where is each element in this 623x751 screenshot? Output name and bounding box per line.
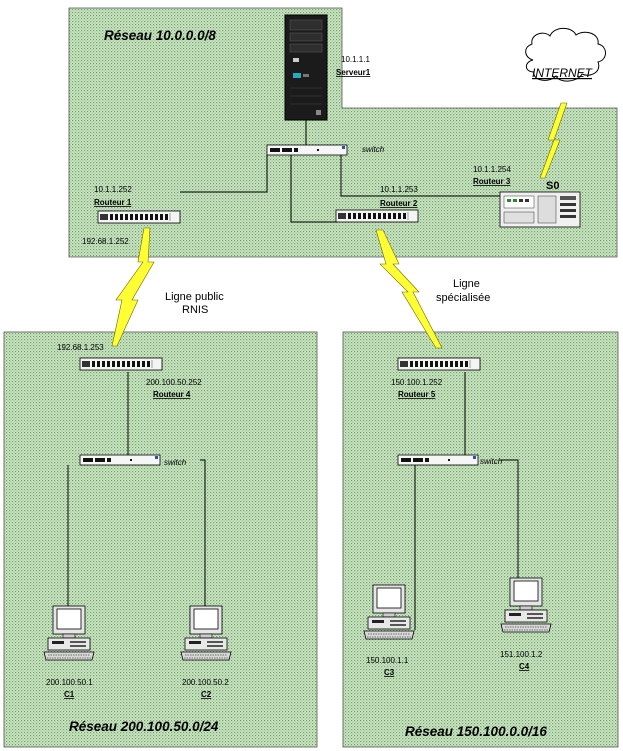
router-5-ip: 150.100.1.252: [391, 378, 443, 387]
switch-right: [397, 454, 479, 466]
specialisee-line1: Ligne: [453, 278, 480, 290]
router-4-ip-top: 192.68.1.253: [57, 343, 104, 352]
router-5: [397, 357, 481, 371]
server-ip: 10.1.1.1: [341, 55, 370, 64]
router-3-name: Routeur 3: [473, 177, 511, 186]
switch-top-label: switch: [362, 145, 385, 154]
switch-top: [266, 144, 348, 156]
router-1-ip-top: 10.1.1.252: [94, 185, 132, 194]
wires: [67, 120, 519, 630]
c3-ip: 150.100.1.1: [366, 656, 409, 665]
c3-name: C3: [384, 668, 395, 677]
specialisee-line2: spécialisée: [436, 292, 490, 304]
c1-ip: 200.100.50.1: [46, 678, 93, 687]
router-1-ip-bottom: 192.68.1.252: [82, 237, 129, 246]
server-icon: [284, 14, 328, 121]
rnis-line2: RNIS: [182, 304, 208, 316]
rnis-line1: Ligne public: [165, 291, 224, 303]
router-3-port: S0: [546, 180, 559, 192]
c1-name: C1: [64, 690, 75, 699]
lightning-icon: [111, 227, 155, 347]
zone-right-title: Réseau 150.100.0.0/16: [405, 724, 547, 739]
zone-right: [342, 331, 619, 748]
router-1-name: Routeur 1: [94, 198, 132, 207]
switch-right-label: switch: [480, 457, 503, 466]
c2-name: C2: [201, 690, 212, 699]
zone-left-title: Réseau 200.100.50.0/24: [69, 719, 219, 734]
internet-cloud: [525, 27, 606, 82]
switch-left: [79, 454, 161, 466]
router-3: [499, 191, 581, 228]
zone-left: [3, 331, 318, 748]
c4-name: C4: [519, 662, 530, 671]
router-2-name: Routeur 2: [380, 199, 418, 208]
router-2: [335, 209, 419, 223]
zone-top: [68, 7, 618, 258]
router-4: [79, 357, 163, 371]
internet-label: INTERNET: [532, 66, 594, 80]
router-2-ip: 10.1.1.253: [380, 185, 418, 194]
server-name: Serveur1: [336, 68, 371, 77]
zone-top-title: Réseau 10.0.0.0/8: [104, 28, 216, 43]
router-5-name: Routeur 5: [398, 390, 436, 399]
router-4-name: Routeur 4: [153, 390, 191, 399]
router-1: [97, 210, 181, 224]
c4-ip: 151.100.1.2: [500, 650, 543, 659]
lightning-icon: [539, 102, 568, 179]
router-3-ip: 10.1.1.254: [473, 165, 511, 174]
c2-ip: 200.100.50.2: [182, 678, 229, 687]
router-4-ip: 200.100.50.252: [146, 378, 202, 387]
switch-left-label: switch: [164, 458, 187, 467]
lightning-icon: [375, 229, 443, 349]
